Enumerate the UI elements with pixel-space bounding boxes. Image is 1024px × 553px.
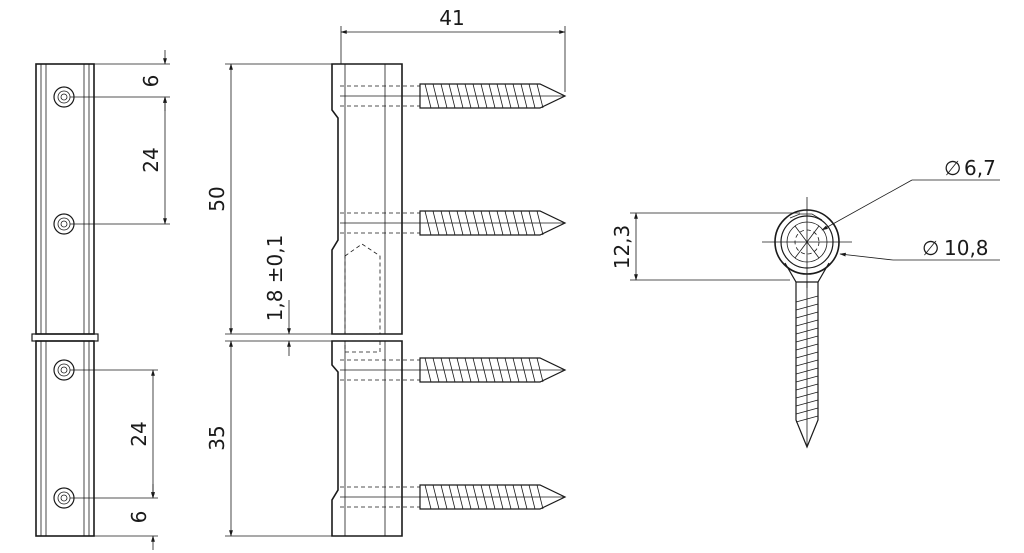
hinge-side-view: 41 50 1,8 ±0,1 35 [205,6,567,537]
dim-center-height: 12,3 [610,225,634,270]
hinge-front-view: 6 24 24 6 [31,50,170,550]
screw [340,210,567,236]
dim-bottom-margin: 6 [127,511,151,524]
dim-outer-diameter: 10,8 [944,236,989,260]
diameter-symbol: ∅ [922,236,939,260]
screw [340,83,567,109]
dim-lower-height: 35 [205,425,229,450]
dim-upper-height: 50 [205,186,229,211]
dim-inner-diameter: 6,7 [964,156,996,180]
dim-top-margin: 6 [139,75,163,88]
dim-gap: 1,8 ±0,1 [263,235,287,322]
dim-screw-length: 41 [439,6,464,30]
screw [340,484,567,510]
screw [340,357,567,383]
diameter-symbol: ∅ [944,156,961,180]
hinge-end-view: 12,3 ∅ 6,7 ∅ 10,8 [610,156,1000,449]
dim-top-spacing: 24 [139,147,163,172]
screw [795,282,819,449]
dim-bottom-spacing: 24 [127,421,151,446]
